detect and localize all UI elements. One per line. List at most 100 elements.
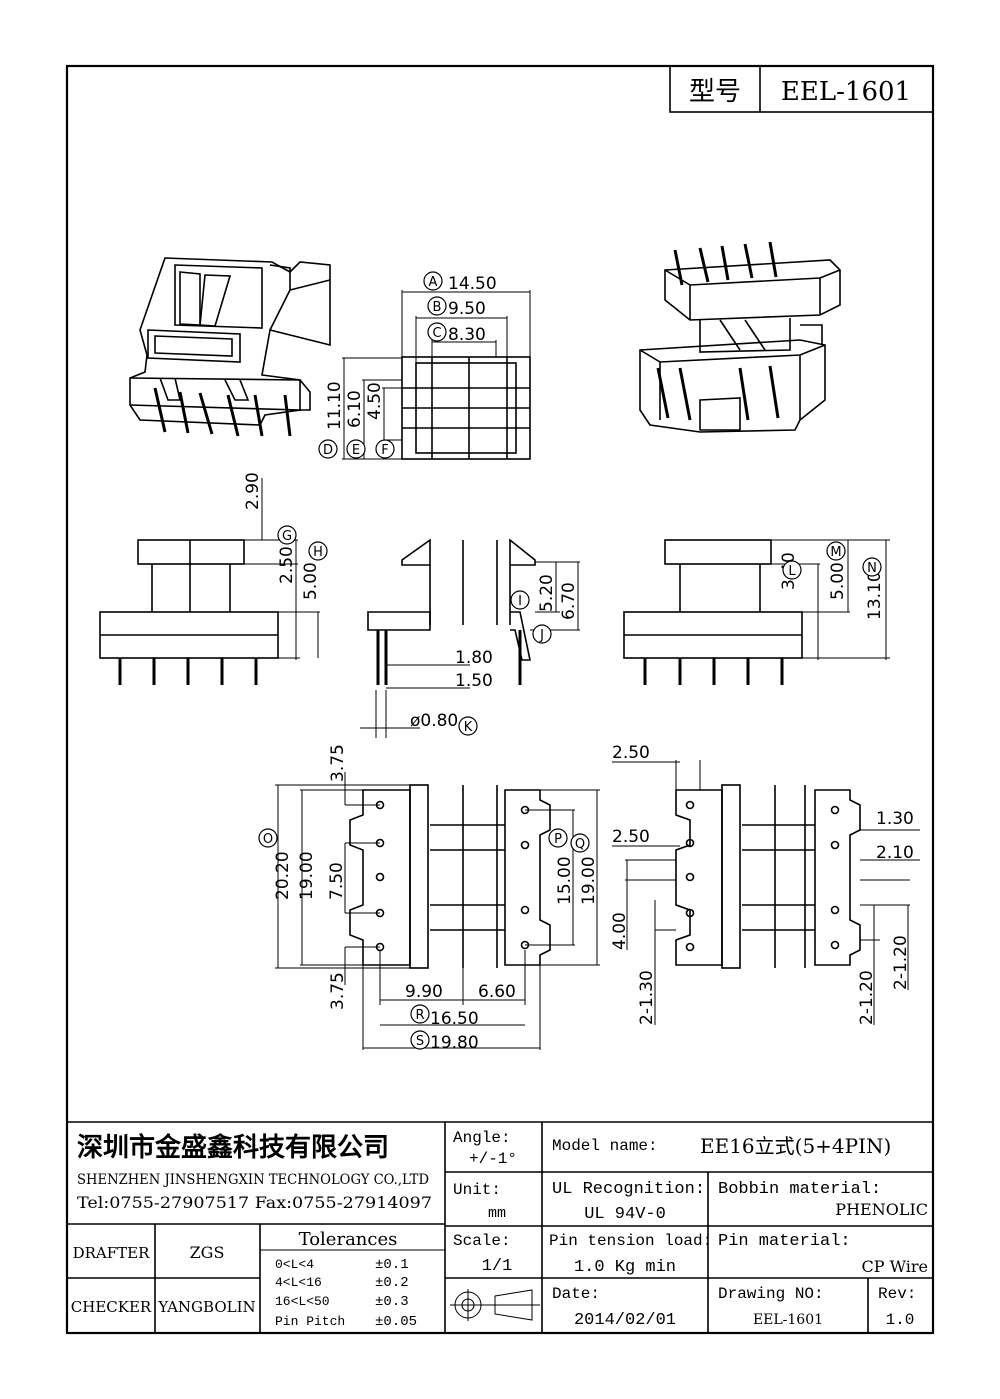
dim-r2: 2.50 [612, 827, 650, 847]
angle-value: +/-1° [469, 1150, 517, 1168]
bottom-view-left: 20.20 19.00 3.75 7.50 3.75 15.00 19.00 9… [273, 744, 600, 1053]
dim-r6: 2.10 [876, 843, 914, 863]
ref-circle-f [375, 439, 395, 459]
date-value: 2014/02/01 [574, 1311, 676, 1330]
dim-v1: 3.75 [328, 744, 348, 782]
dim-f: 4.50 [365, 382, 385, 420]
drafter-value: ZGS [190, 1243, 225, 1262]
dim-s: 19.80 [430, 1033, 479, 1053]
company-contact: Tel:0755-27907517 Fax:0755-27914097 [77, 1193, 432, 1212]
unit-value: mm [488, 1205, 506, 1222]
ref-circle-m [826, 541, 846, 561]
tol-range-0: 0<L<4 [275, 1257, 314, 1272]
dim-r5: 1.30 [876, 809, 914, 829]
ref-circle-c [427, 322, 447, 342]
tol-value-0: ±0.1 [375, 1257, 409, 1273]
ref-letter-h: H [313, 545, 323, 560]
ref-circle-q [570, 833, 590, 853]
ref-letter-s: S [416, 1034, 424, 1049]
bobbin-value: PHENOLIC [835, 1200, 928, 1219]
ref-letter-j: J [539, 628, 544, 643]
ul-label: UL Recognition: [552, 1180, 705, 1199]
title-block: 深圳市金盛鑫科技有限公司 SHENZHEN JINSHENGXIN TECHNO… [67, 1121, 933, 1333]
dim-q: 19.00 [579, 856, 599, 905]
model-label: 型号 [689, 77, 741, 107]
tol-value-2: ±0.3 [375, 1294, 409, 1310]
dim-r: 16.50 [430, 1009, 479, 1029]
scale-label: Scale: [453, 1232, 511, 1250]
dim-i: 5.20 [537, 574, 557, 612]
ref-circle-p [548, 828, 568, 848]
dim-v2: 7.50 [327, 862, 347, 900]
isometric-view-top [639, 241, 841, 433]
dim-d: 11.10 [325, 381, 345, 430]
dim-h1: 9.90 [405, 982, 443, 1002]
ref-circle-e [346, 439, 366, 459]
dim-p: 15.00 [555, 856, 575, 905]
dim-n: 13.10 [865, 571, 885, 620]
bottom-view-right: 2.50 2.50 4.00 2-1.30 1.30 2.10 2-1.20 2… [610, 743, 920, 1025]
ref-circle-d [318, 439, 338, 459]
angle-label: Angle: [453, 1129, 511, 1147]
front-view-right: 3.40 5.00 13.10 [623, 539, 890, 685]
model-name-value: EE16立式(5+4PIN) [700, 1134, 891, 1158]
rev-value: 1.0 [886, 1311, 915, 1329]
dim-v3: 3.75 [328, 972, 348, 1010]
ref-circle-l [782, 560, 802, 580]
dim-b: 9.50 [448, 299, 486, 319]
rev-label: Rev: [878, 1285, 916, 1303]
ref-letter-i: I [518, 594, 522, 609]
outer-frame [65, 64, 935, 1335]
ref-letter-g: G [282, 529, 292, 544]
ref-circle-b [427, 296, 447, 316]
ul-value: UL 94V-0 [584, 1205, 666, 1224]
drawing-no-value: EEL-1601 [753, 1312, 823, 1328]
ref-circle-j [532, 624, 552, 644]
dim-e: 6.10 [345, 390, 365, 428]
ref-letter-r: R [415, 1008, 424, 1023]
ref-letter-e: E [352, 443, 360, 458]
dim-o: 20.20 [273, 851, 293, 900]
model-name-label: Model name: [552, 1137, 658, 1155]
dim-h2: 5.00 [301, 562, 321, 600]
dim-r7: 2-1.20 [891, 935, 911, 990]
ref-letter-a: A [429, 275, 438, 290]
ref-letter-o: O [263, 832, 273, 847]
ref-letter-l: L [788, 564, 796, 579]
dim-r8: 2-1.20 [857, 970, 877, 1025]
unit-label: Unit: [453, 1181, 501, 1199]
ref-circle-a [423, 271, 443, 291]
dim-w2: 1.50 [455, 671, 493, 691]
dim-r4: 2-1.30 [637, 970, 657, 1025]
scale-value: 1/1 [482, 1257, 513, 1276]
dim-a: 14.50 [448, 274, 497, 294]
drawing-no-label: Drawing NO: [718, 1285, 824, 1303]
ref-letter-f: F [381, 443, 388, 458]
ref-circle-i [510, 590, 530, 610]
ref-circle-o [258, 828, 278, 848]
ref-circle-n [862, 557, 882, 577]
ref-letter-b: B [433, 300, 442, 315]
dim-h2w: 6.60 [478, 982, 516, 1002]
dim-r3: 4.00 [610, 912, 630, 950]
pin-material-label: Pin material: [718, 1232, 851, 1251]
tol-range-2: 16<L<50 [275, 1294, 330, 1309]
pin-tension-label: Pin tension load: [549, 1232, 712, 1250]
ref-letter-k: K [464, 720, 473, 735]
dim-k: ø0.80 [410, 711, 458, 731]
ref-letter-c: C [432, 326, 441, 341]
ref-letter-q: Q [575, 837, 585, 852]
checker-value: YANGBOLIN [157, 1298, 255, 1316]
tol-value-3: ±0.05 [375, 1314, 417, 1330]
isometric-view-bottom [129, 257, 331, 437]
drafter-label: DRAFTER [73, 1244, 151, 1262]
bobbin-label: Bobbin material: [718, 1180, 881, 1199]
side-view-center: 5.20 6.70 1.80 1.50 ø0.80 [360, 538, 580, 738]
dim-g: 2.90 [243, 472, 263, 510]
ref-circle-s [410, 1030, 430, 1050]
model-header: 型号 EEL-1601 [669, 65, 934, 113]
model-value: EEL-1601 [781, 77, 911, 107]
tolerances-label: Tolerances [299, 1229, 398, 1250]
pin-tension-value: 1.0 Kg min [574, 1258, 676, 1277]
